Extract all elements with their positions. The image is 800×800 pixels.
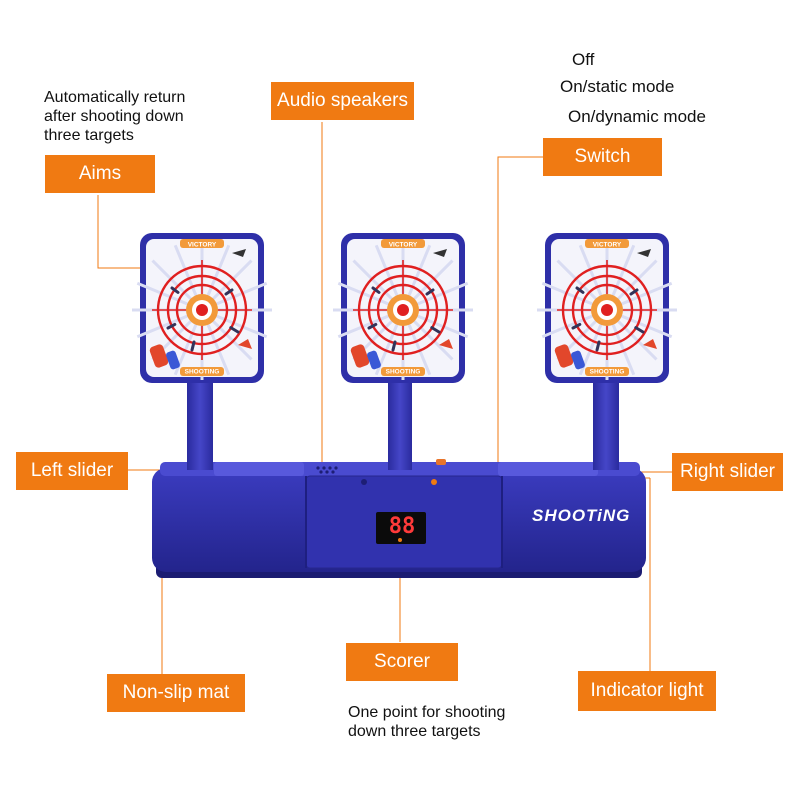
note-scorer: One point for shooting down three target… [348, 703, 505, 741]
target-top-label: VICTORY [389, 242, 418, 249]
switch-mode-dynamic: On/dynamic mode [568, 107, 706, 126]
target-bottom-label: SHOOTING [185, 369, 220, 376]
bullseye-center [397, 304, 409, 316]
right-pole [593, 378, 619, 470]
leader-aims [97, 195, 140, 269]
note-line: down three targets [348, 723, 481, 740]
right-slider-block [498, 462, 598, 476]
target-top-label: VICTORY [593, 242, 622, 249]
note-line: three targets [44, 127, 134, 144]
callout-switch: Switch [543, 138, 662, 176]
target-middle: VICTORY SHOOTING [333, 233, 473, 383]
left-pole [187, 378, 213, 470]
target-right: VICTORY SHOOTING [537, 233, 677, 383]
callout-scorer: Scorer [346, 643, 458, 681]
left-slider-block [214, 462, 304, 476]
score-digits: 88 [388, 514, 416, 539]
callout-left-slider: Left slider [16, 452, 128, 490]
switch-mode-static: On/static mode [560, 77, 675, 96]
callout-indicator-light: Indicator light [578, 671, 716, 711]
indicator-light [431, 479, 437, 485]
target-left: VICTORY SHOOTING [132, 233, 272, 383]
switch-mode-off: Off [572, 50, 595, 69]
note-line: One point for shooting [348, 704, 506, 721]
middle-pole [388, 378, 412, 470]
targets-group: VICTORY SHOOTING VICTORY SHOOTING VICTORY SHO… [132, 233, 677, 383]
brand-logo: SHOOTiNG [532, 506, 631, 525]
callout-non-slip-mat: Non-slip mat [107, 674, 245, 712]
audio-speaker-holes [316, 466, 338, 474]
callout-audio-speakers: Audio speakers [271, 82, 414, 120]
target-bottom-label: SHOOTING [386, 369, 421, 376]
leader-switch [497, 156, 543, 465]
callout-aims: Aims [45, 155, 155, 193]
leader-lines [97, 122, 672, 675]
bullseye-center [196, 304, 208, 316]
note-auto-return: Automatically return after shooting down… [44, 88, 185, 145]
note-line: after shooting down [44, 108, 184, 125]
target-top-label: VICTORY [188, 242, 217, 249]
score-display [376, 512, 426, 544]
switch-knob [436, 459, 446, 465]
note-line: Automatically return [44, 89, 186, 106]
callout-right-slider: Right slider [672, 453, 783, 491]
bullseye-center [601, 304, 613, 316]
target-bottom-label: SHOOTING [590, 369, 625, 376]
